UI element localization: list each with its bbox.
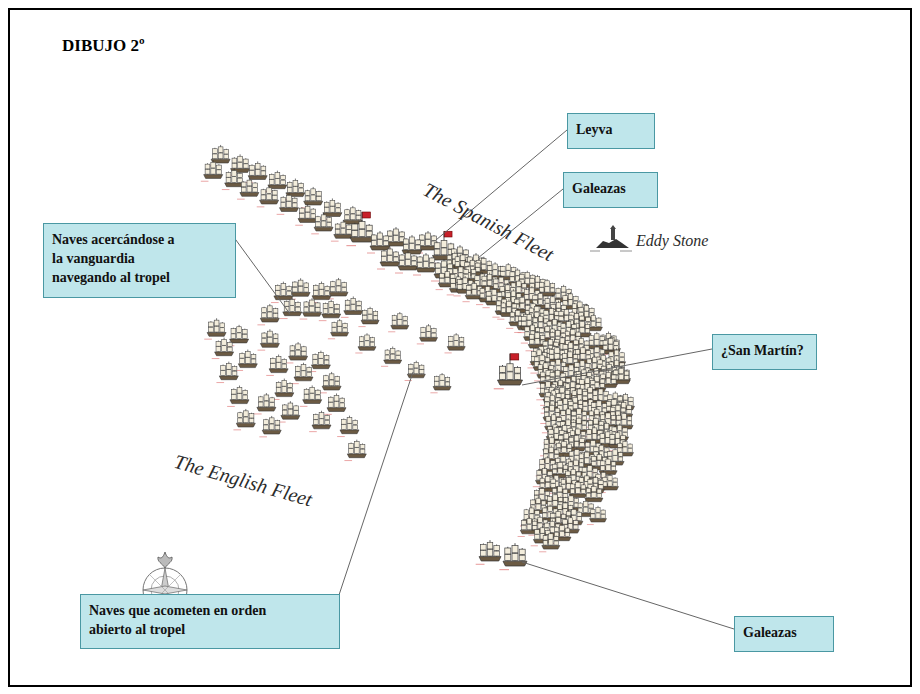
callout-box: Naves acercándose a la vanguardia navega… [43,223,236,298]
ship-glyph [212,338,234,359]
callout-box: Galeazas [563,172,658,208]
ship-glyph [395,251,418,273]
ship-glyph [430,373,451,393]
callout-text: Galeazas [572,180,626,199]
ship-glyph [204,318,226,339]
callout-text: Naves acercándose a la vanguardia navega… [52,231,186,288]
ship-glyph [476,540,501,564]
ship-glyph [237,178,259,199]
ship-glyph [257,186,279,207]
map-label: The English Fleet [172,450,315,511]
ship-glyph [283,179,305,200]
map-label: Eddy Stone [636,232,708,250]
ship-glyph [227,386,249,407]
callout-box: Galeazas [734,616,834,652]
ship-glyph [388,312,409,332]
ship-glyph [228,154,250,175]
ship-glyph [499,543,527,569]
ship-glyph [324,393,346,414]
ship-glyph [245,161,267,182]
ship-glyph [216,362,238,383]
ship-glyph [319,300,341,321]
ship-glyph [278,401,300,422]
ship-glyph [201,160,223,181]
ship-glyph [355,333,376,353]
ship-glyph [445,333,466,353]
ship-glyph [358,307,379,327]
callout-box: ¿San Martín? [712,334,817,370]
callout-box: Leyva [567,113,655,149]
callout-text: Naves que acometen en orden abierto al t… [89,602,288,640]
ship-glyph [381,347,402,367]
callout-text: Galeazas [743,624,797,643]
ship-glyph [331,220,353,241]
ship-glyph [301,187,323,208]
ship-glyph [266,355,288,376]
figure-title: DIBUJO 2º [62,36,145,56]
ship-glyph [272,379,294,400]
ship-glyph [337,416,359,437]
ship-glyph [344,440,366,461]
ship-glyph [277,193,299,214]
eddy-stone-rock [590,225,632,251]
ship-glyph [309,411,331,432]
ship-glyph [377,247,400,269]
ship-glyph [280,298,302,319]
ship-glyph [235,350,257,371]
ship-glyph [367,231,390,253]
callout-text: ¿San Martín? [721,342,804,361]
ship-glyph [286,342,308,363]
ship-glyph [582,314,603,334]
ship-glyph [295,204,317,225]
ship-glyph [233,409,255,430]
ship-glyph [341,296,363,317]
ship-glyph [494,354,523,389]
ship-glyph [257,304,279,325]
ship-glyph [259,416,281,437]
ship-glyph [300,298,322,319]
leader-line [233,236,290,314]
ship-glyph [413,253,436,275]
callout-box: Naves que acometen en orden abierto al t… [80,594,340,649]
leader-line [522,349,712,385]
ship-glyph [328,319,349,339]
picture-frame [9,9,911,686]
ship-glyph [346,212,374,246]
ship-glyph [254,393,276,414]
fleet-ships [201,145,635,570]
callout-text: Leyva [576,121,613,140]
leader-line [337,372,413,601]
ship-glyph [539,532,560,552]
ship-glyph [417,324,438,344]
leader-lines [233,130,734,629]
ship-glyph [300,385,322,406]
ship-glyph [309,282,331,303]
ship-glyph [550,524,571,544]
ship-glyph [319,372,341,393]
ship-glyph [311,213,333,234]
ship-glyph [587,506,607,525]
leader-line [522,562,734,629]
ship-glyph [291,363,313,384]
ship-glyph [405,361,426,381]
ship-glyph [222,169,244,190]
ship-glyph [258,329,280,350]
